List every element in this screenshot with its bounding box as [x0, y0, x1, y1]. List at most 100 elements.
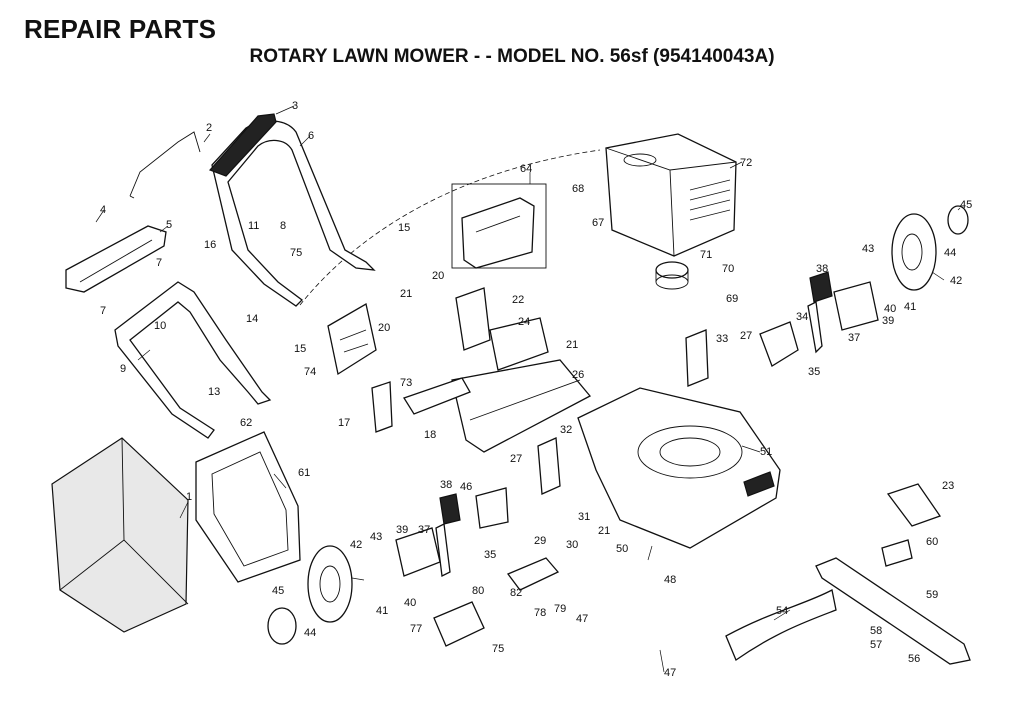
callout-46: 46 [460, 481, 472, 493]
stiffener-part-54 [725, 589, 837, 661]
callout-62: 62 [240, 417, 252, 429]
baffle-part-23 [886, 483, 942, 527]
grass-bag-part-1 [51, 437, 189, 633]
front-wheel-part-42-left [307, 545, 353, 623]
callout-7a: 7 [156, 257, 162, 269]
callout-37b: 37 [418, 524, 430, 536]
lever-part-38-right [807, 271, 833, 354]
leader-lines [95, 105, 961, 673]
callout-16: 16 [204, 239, 216, 251]
callout-47b: 47 [664, 667, 676, 679]
callout-40a: 40 [884, 303, 896, 315]
callout-56: 56 [908, 653, 920, 665]
bracket-part-32 [537, 437, 561, 495]
rear-flap-part-26 [451, 359, 592, 453]
callout-38a: 38 [816, 263, 828, 275]
lower-handle-part-9 [114, 281, 272, 439]
cover-part-82 [506, 557, 560, 591]
callout-10: 10 [154, 320, 166, 332]
bracket-part-22 [455, 287, 491, 351]
callout-44b: 44 [304, 627, 316, 639]
callout-35a: 35 [808, 366, 820, 378]
callout-57: 57 [870, 639, 882, 651]
callout-24: 24 [518, 316, 530, 328]
callout-60: 60 [926, 536, 938, 548]
callout-4: 4 [100, 204, 106, 216]
hub-cap-part-45-right [947, 205, 969, 235]
callout-14: 14 [246, 313, 258, 325]
callout-43b: 43 [370, 531, 382, 543]
callout-26: 26 [572, 369, 584, 381]
height-bracket-part-39-right [833, 281, 879, 331]
callout-59: 59 [926, 589, 938, 601]
callout-21b: 21 [566, 339, 578, 351]
mower-deck-part-51 [577, 387, 781, 549]
callout-79: 79 [554, 603, 566, 615]
callout-50: 50 [616, 543, 628, 555]
callout-71: 71 [700, 249, 712, 261]
callout-2: 2 [206, 122, 212, 134]
callout-29: 29 [534, 535, 546, 547]
blade-part-59 [815, 557, 971, 665]
callout-38b: 38 [440, 479, 452, 491]
callout-35b: 35 [484, 549, 496, 561]
bag-frame-part-61 [195, 431, 301, 583]
callout-21a: 21 [400, 288, 412, 300]
callout-15b: 15 [294, 343, 306, 355]
callout-43a: 43 [862, 243, 874, 255]
callout-20b: 20 [378, 322, 390, 334]
callout-labels: 1 2 3 4 5 6 7 7 8 9 10 11 13 14 15 15 16… [100, 100, 972, 679]
callout-27b: 27 [510, 453, 522, 465]
callout-42b: 42 [350, 539, 362, 551]
rear-wheel-part-42-right [891, 213, 937, 291]
callout-47a: 47 [576, 613, 588, 625]
callout-20a: 20 [432, 270, 444, 282]
cable-phantom-line [299, 149, 601, 306]
callout-39b: 39 [396, 524, 408, 536]
callout-27a: 27 [740, 330, 752, 342]
callout-9: 9 [120, 363, 126, 375]
callout-74: 74 [304, 366, 316, 378]
callout-73: 73 [400, 377, 412, 389]
callout-75a: 75 [290, 247, 302, 259]
blade-adapter-part-60 [881, 539, 913, 567]
callout-82: 82 [510, 587, 522, 599]
callout-30: 30 [566, 539, 578, 551]
callout-70: 70 [722, 263, 734, 275]
rear-bracket-part-17 [371, 381, 393, 433]
callout-7b: 7 [100, 305, 106, 317]
callout-31: 31 [578, 511, 590, 523]
callout-18: 18 [424, 429, 436, 441]
callout-17: 17 [338, 417, 350, 429]
callout-33: 33 [716, 333, 728, 345]
callout-41a: 41 [904, 301, 916, 313]
adjuster-plate-part-34 [759, 321, 799, 367]
callout-48: 48 [664, 574, 676, 586]
callout-68: 68 [572, 183, 584, 195]
mounting-plate-part-74 [327, 302, 377, 376]
pulley-part-71 [655, 261, 689, 290]
height-bracket-part-39-left [395, 527, 441, 577]
callout-6: 6 [308, 130, 314, 142]
callout-67: 67 [592, 217, 604, 229]
callout-75b: 75 [492, 643, 504, 655]
inset-box-part-64 [451, 183, 547, 269]
deflector-part-24 [489, 317, 549, 371]
callout-41b: 41 [376, 605, 388, 617]
callout-21c: 21 [598, 525, 610, 537]
callout-5: 5 [166, 219, 172, 231]
callout-15a: 15 [398, 222, 410, 234]
callout-39a: 39 [882, 315, 894, 327]
callout-58: 58 [870, 625, 882, 637]
callout-8: 8 [280, 220, 286, 232]
page-title: REPAIR PARTS [24, 14, 217, 44]
hinge-rod-part-18 [403, 377, 471, 415]
callout-32: 32 [560, 424, 572, 436]
callout-69: 69 [726, 293, 738, 305]
callout-72: 72 [740, 157, 752, 169]
cover-part-77 [433, 601, 485, 647]
callout-40b: 40 [404, 597, 416, 609]
model-subtitle: ROTARY LAWN MOWER - - MODEL NO. 56sf (95… [249, 46, 775, 67]
callout-54: 54 [776, 605, 788, 617]
